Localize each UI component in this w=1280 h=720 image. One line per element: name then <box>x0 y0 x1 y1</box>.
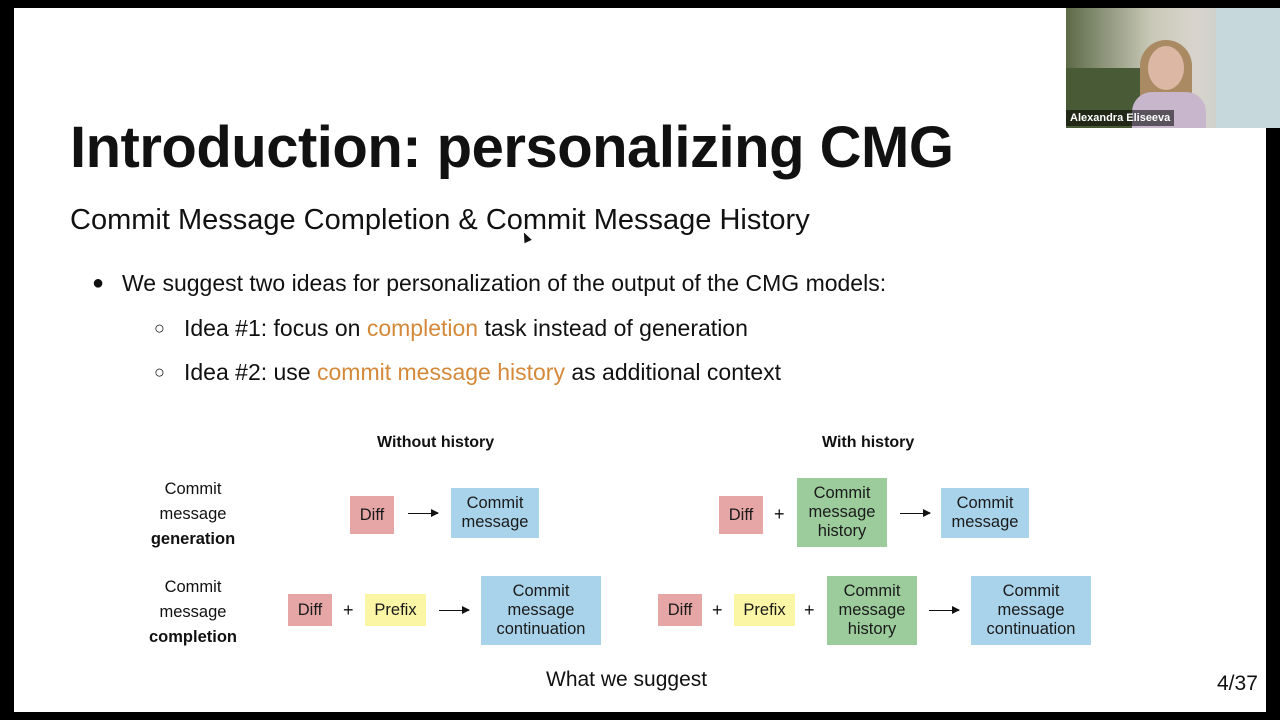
commit-message-history-box: Commit message history <box>797 478 887 547</box>
participant-video-tile[interactable]: Alexandra Eliseeva <box>1066 8 1280 128</box>
plus-sign: + <box>774 504 785 524</box>
diff-box: Diff <box>350 496 394 534</box>
arrow-icon <box>929 606 960 614</box>
arrow-icon <box>439 606 470 614</box>
idea-2: ○ Idea #2: use commit message history as… <box>154 350 886 394</box>
presentation-slide: Introduction: personalizing CMG Commit M… <box>14 8 1266 712</box>
column-header-with-history: With history <box>822 434 915 451</box>
column-header-without-history: Without history <box>377 434 495 451</box>
row-label-completion: Commit message completion <box>138 575 248 650</box>
participant-face <box>1148 46 1184 90</box>
idea-1-highlight: completion <box>366 315 479 341</box>
prefix-box: Prefix <box>365 594 426 626</box>
commit-message-history-box: Commit message history <box>827 576 917 645</box>
bullet-ring-icon: ○ <box>154 362 165 382</box>
slide-subtitle: Commit Message Completion & Commit Messa… <box>70 204 810 236</box>
participant-name-tag: Alexandra Eliseeva <box>1066 110 1175 126</box>
commit-message-box: Commit message <box>451 488 539 538</box>
row-label-line: completion <box>148 628 237 646</box>
bullet-dot-icon: ● <box>92 272 105 294</box>
bullet-list: ● We suggest two ideas for personalizati… <box>92 266 886 394</box>
diff-box: Diff <box>288 594 332 626</box>
commit-message-box: Commit message <box>941 488 1029 538</box>
main-bullet: ● We suggest two ideas for personalizati… <box>92 266 886 394</box>
idea-1-suffix: task instead of generation <box>478 315 748 341</box>
row-label-line: generation <box>150 530 236 548</box>
row-label-line: message <box>159 603 227 621</box>
diff-box: Diff <box>719 496 763 534</box>
bullet-ring-icon: ○ <box>154 318 165 338</box>
plus-sign: + <box>343 600 354 620</box>
plus-sign: + <box>712 600 723 620</box>
main-bullet-text: We suggest two ideas for personalization… <box>122 270 887 296</box>
commit-message-continuation-box: Commit message continuation <box>971 576 1091 645</box>
sub-bullet-list: ○ Idea #1: focus on completion task inst… <box>122 306 886 394</box>
diff-box: Diff <box>658 594 702 626</box>
idea-2-highlight: commit message history <box>317 359 565 385</box>
idea-1-prefix: Idea #1: focus on <box>184 315 367 341</box>
row-label-line: message <box>159 505 227 523</box>
idea-1: ○ Idea #1: focus on completion task inst… <box>154 306 886 350</box>
slide-title: Introduction: personalizing CMG <box>70 115 954 180</box>
background-wall <box>1216 8 1280 128</box>
arrow-icon <box>900 509 931 517</box>
page-number: 4/37 <box>1217 672 1258 695</box>
row-label-generation: Commit message generation <box>138 477 248 552</box>
plus-sign: + <box>804 600 815 620</box>
row-label-line: Commit <box>164 480 222 498</box>
idea-2-prefix: Idea #2: use <box>184 359 317 385</box>
arrow-icon <box>408 509 439 517</box>
row-label-line: Commit <box>164 578 222 596</box>
prefix-box: Prefix <box>734 594 795 626</box>
diagram-caption: What we suggest <box>546 668 708 691</box>
commit-message-continuation-box: Commit message continuation <box>481 576 601 645</box>
idea-2-suffix: as additional context <box>564 359 782 385</box>
